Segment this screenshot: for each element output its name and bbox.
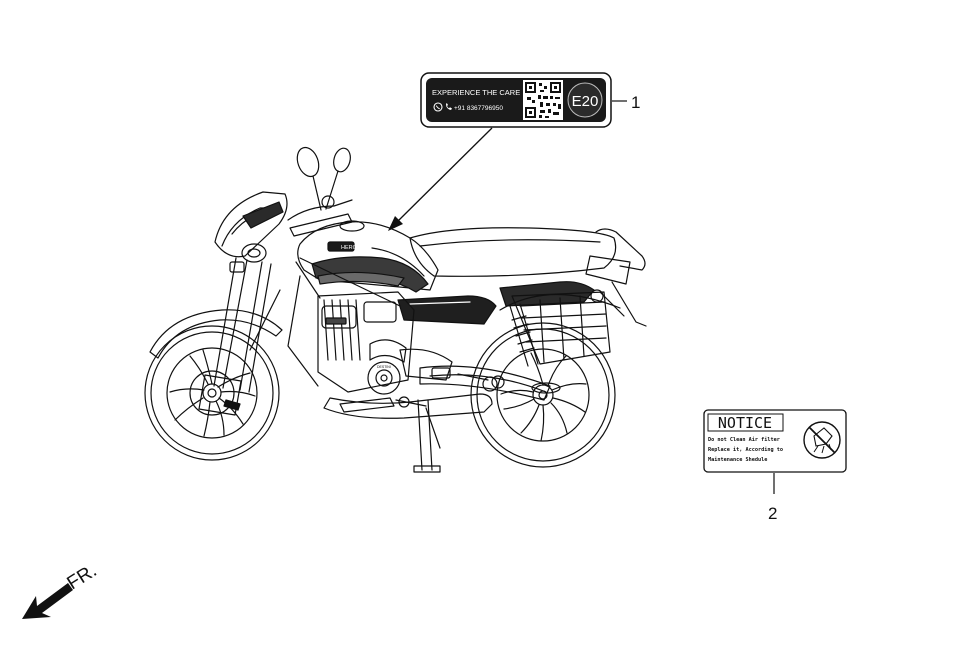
callout-number-1: 1 [631, 93, 640, 112]
no-cleaning-icon [803, 421, 841, 459]
leader-arrow-1 [388, 127, 493, 231]
arrow-front-icon [22, 583, 73, 619]
whatsapp-icon [433, 102, 443, 112]
qr-code [523, 80, 563, 120]
notice-line3: Maintenance Shedule [708, 457, 767, 463]
label-notice: NOTICE Do not Clean Air filter Replace i… [703, 409, 847, 473]
fuel-tank [297, 221, 439, 291]
label-experience-the-care: EXPERIENCE THE CARE +91 8367796950 [420, 72, 612, 128]
svg-text:E20: E20 [572, 93, 599, 110]
notice-line1: Do not Clean Air filter [708, 437, 780, 443]
engine [317, 291, 498, 395]
e20-badge: E20 [567, 82, 603, 118]
front-wheel [144, 325, 280, 461]
notice-title: NOTICE [718, 414, 772, 432]
seat [409, 227, 617, 277]
engine-badge: DESTINI [377, 365, 391, 369]
label1-tagline: EXPERIENCE THE CARE [432, 88, 520, 97]
motorcycle-illustration [144, 146, 647, 473]
callout-number-2: 2 [768, 504, 777, 523]
phone-icon [446, 103, 452, 110]
brand-badge: HERO [341, 245, 358, 251]
label1-phone: +91 8367796950 [454, 105, 503, 112]
notice-line2: Replace it, According to [708, 447, 783, 453]
